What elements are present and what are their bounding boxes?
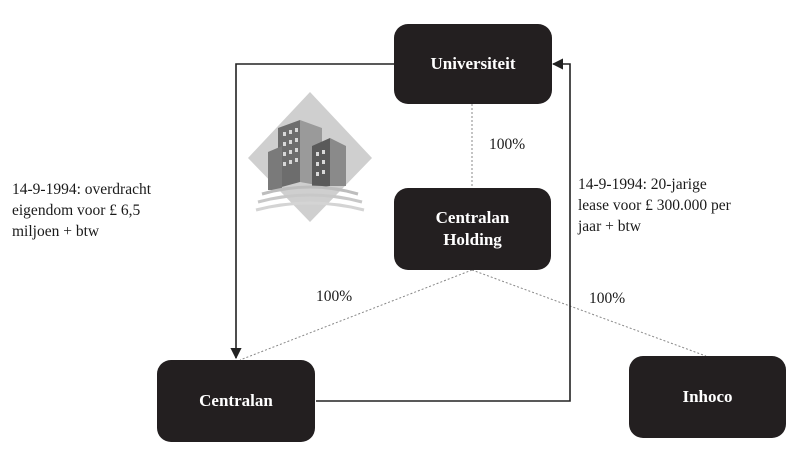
lease-label-line: 14-9-1994: 20-jarige	[578, 176, 707, 193]
transfer-arrow	[230, 63, 394, 360]
lease-label: 14-9-1994: 20-jarige lease voor £ 300.00…	[578, 175, 731, 238]
node-centralan-holding: Centralan Holding	[394, 188, 551, 270]
ownership-line-holding-inhoco	[471, 269, 707, 357]
lease-label-line: jaar + btw	[578, 217, 641, 235]
node-centralan-label: Centralan	[199, 390, 273, 410]
node-inhoco-label: Inhoco	[682, 386, 733, 406]
node-holding-label-line2: Holding	[443, 230, 502, 249]
node-universiteit-label: Universiteit	[430, 53, 516, 73]
transfer-label: 14-9-1994: overdracht eigendom voor £ 6,…	[12, 180, 151, 243]
node-universiteit: Universiteit	[394, 24, 552, 104]
node-inhoco: Inhoco	[629, 356, 786, 438]
node-centralan: Centralan	[157, 360, 315, 442]
ownership-line-holding-centralan	[239, 269, 473, 361]
pct-holding-inhoco: 100%	[589, 290, 626, 307]
office-buildings-icon	[248, 92, 372, 222]
lease-arrow	[316, 58, 571, 402]
lease-label-line: lease voor £ 300.000 per	[578, 196, 731, 214]
transfer-label-line: miljoen + btw	[12, 222, 100, 240]
pct-universiteit-holding: 100%	[489, 136, 526, 153]
pct-holding-centralan: 100%	[316, 288, 353, 305]
node-holding-label-line1: Centralan	[435, 207, 510, 227]
transfer-label-line: 14-9-1994: overdracht	[12, 181, 152, 198]
transfer-label-line: eigendom voor £ 6,5	[12, 201, 141, 219]
